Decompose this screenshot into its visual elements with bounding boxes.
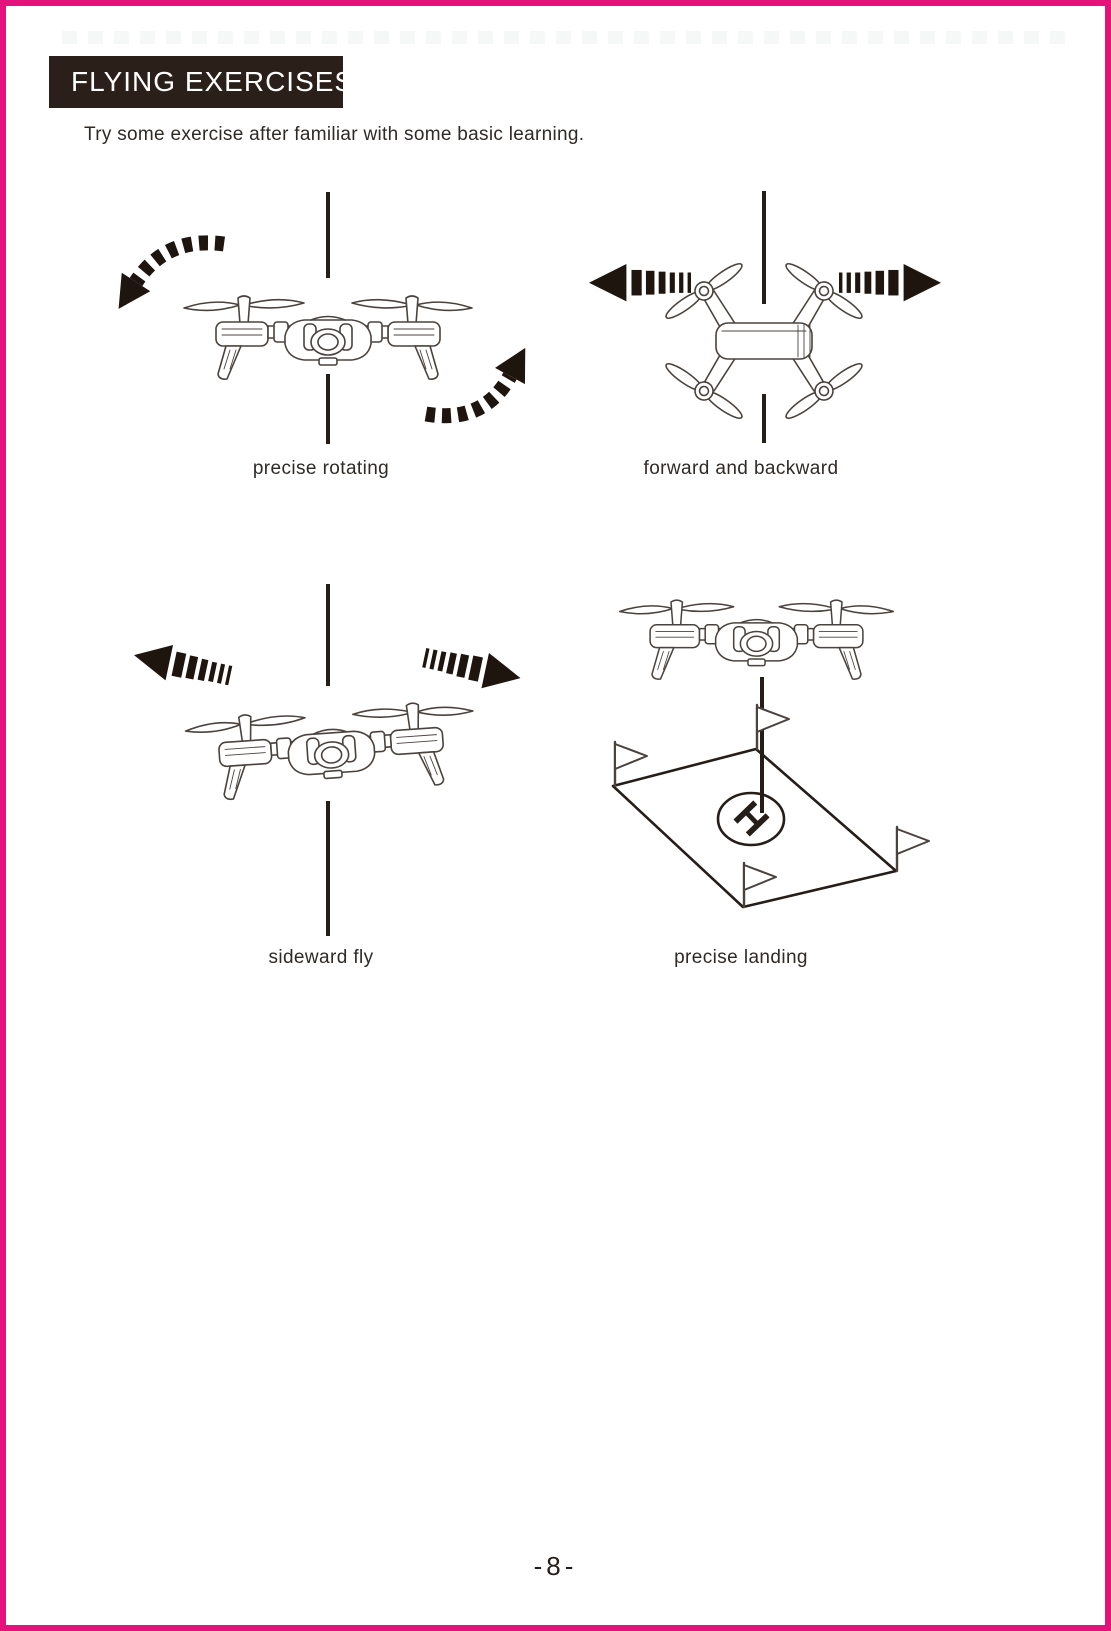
precise-landing-diagram: H [611,581,931,909]
figure-sideward-fly [106,576,536,941]
drone-front-icon [184,296,472,379]
page-number: -8- [533,1551,578,1581]
dashed-arrow-right-icon [839,264,941,302]
curved-dashed-arrow-ccw-icon [104,235,226,319]
helipad-letter: H [725,793,777,844]
figure-precise-rotating [104,186,541,486]
dashed-arrow-left-icon [130,637,234,694]
curved-dashed-arrow-cw-icon [424,339,541,424]
dashed-arrow-right-icon [420,640,525,696]
figure-caption: forward and backward [643,458,839,479]
scan-artifact-strip [62,31,1065,44]
figure-precise-landing: H [566,581,966,921]
section-title: FLYING EXERCISES [71,66,355,97]
section-header: FLYING EXERCISES [49,56,353,108]
figure-caption: precise landing [674,947,808,968]
forward-backward-diagram [589,191,941,443]
intro-text: Try some exercise after familiar with so… [84,124,585,145]
figure-forward-backward [546,186,966,486]
dashed-arrow-left-icon [589,264,691,302]
sideward-fly-diagram [130,584,525,936]
precise-rotating-diagram [104,192,541,444]
drone-front-icon [185,699,478,802]
helipad-circle [716,791,786,847]
drone-front-icon [620,600,894,679]
figure-caption: precise rotating [252,458,390,479]
corner-flag-icon [895,825,931,873]
figure-caption: sideward fly [268,947,374,968]
